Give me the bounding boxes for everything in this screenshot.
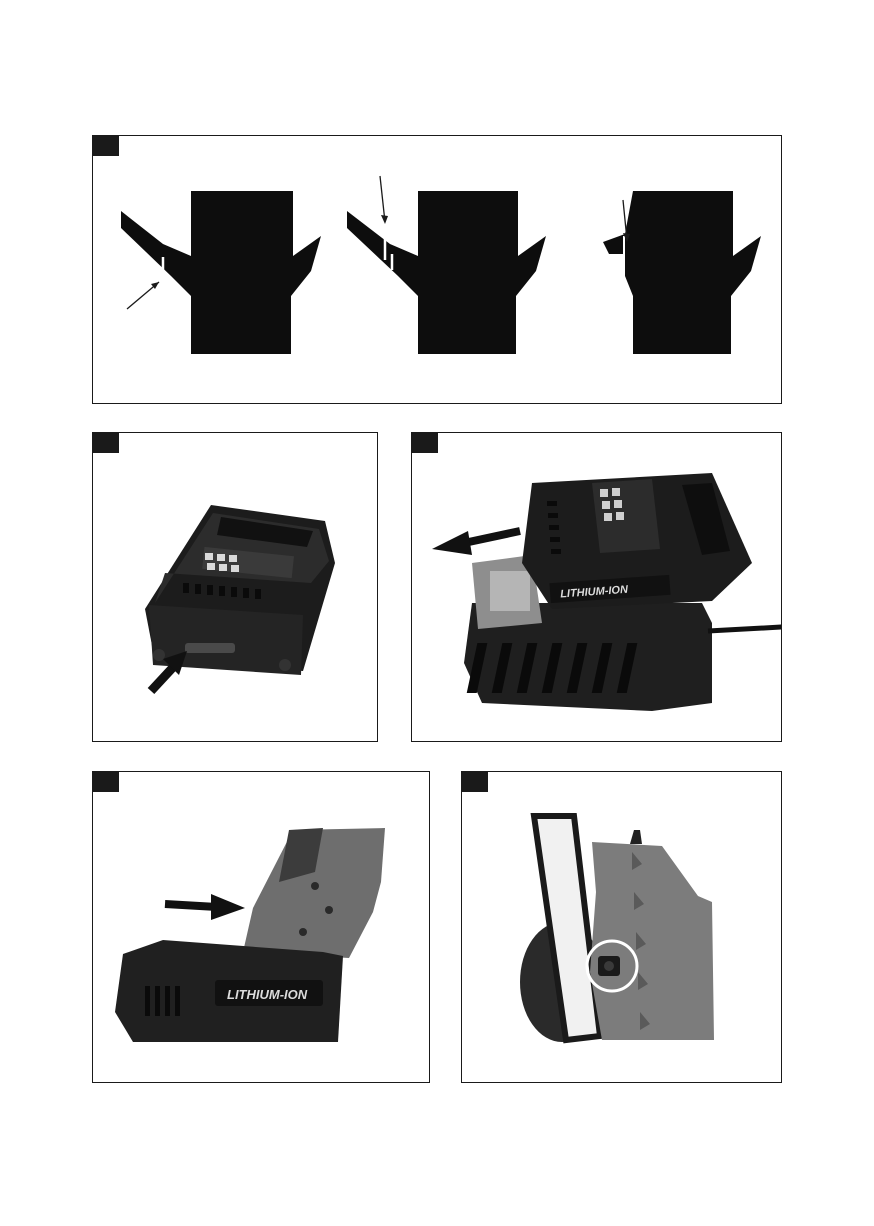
figure-2-battery-indicator xyxy=(92,432,378,742)
arrow-icon xyxy=(165,894,245,920)
attach-battery-photo: LITHIUM-ION xyxy=(93,772,430,1083)
arrow-icon xyxy=(432,531,520,555)
charge-level-indicator xyxy=(185,643,235,653)
trunk-cut-step-2 xyxy=(347,176,546,354)
figure-4-attach-battery: LITHIUM-ION xyxy=(92,771,430,1083)
charger-photo: LITHIUM-ION xyxy=(412,433,782,742)
trunk-cut-step-1 xyxy=(121,191,321,354)
pruning-diagrams xyxy=(93,136,782,404)
figure-3-battery-on-charger: LITHIUM-ION xyxy=(411,432,782,742)
power-cord xyxy=(708,627,782,631)
battery-brand-label: LITHIUM-ION xyxy=(227,987,308,1002)
trunk-cut-step-3 xyxy=(603,191,761,354)
figure-5-chain-adjustment xyxy=(461,771,782,1083)
chain-detail-photo xyxy=(462,772,782,1083)
figure-1-pruning-diagram xyxy=(92,135,782,404)
battery-photo xyxy=(93,433,378,742)
